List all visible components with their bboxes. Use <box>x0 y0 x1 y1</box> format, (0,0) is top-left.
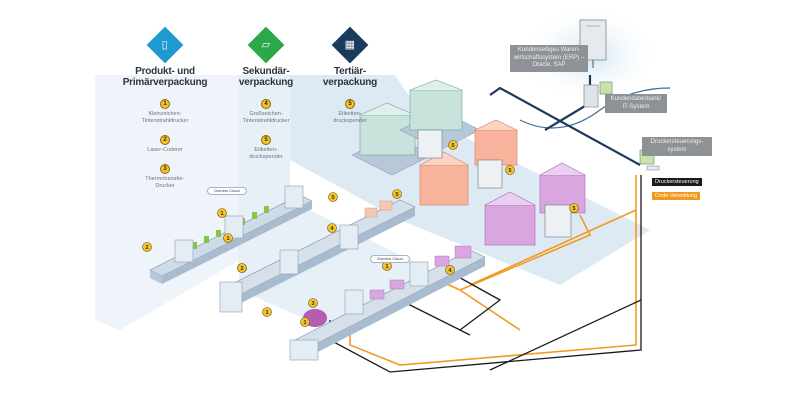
badge-number: 1 <box>385 264 388 270</box>
erp-system-label: Kundenseitiges Waren-wirtschaftssystem (… <box>510 45 588 72</box>
database-pc-icon <box>583 81 613 108</box>
number-badge: 4 <box>445 265 455 275</box>
number-badge: 1 <box>300 317 310 327</box>
pallet-orange-1 <box>419 151 469 206</box>
column-title: Tertiär-verpackung <box>322 66 378 88</box>
number-badge: 5 <box>328 192 338 202</box>
number-badge: 4 <box>327 223 337 233</box>
number-badge: 2 <box>142 242 152 252</box>
column-tertiary: ▦ Tertiär-verpackung 5 Etiketten-drucksp… <box>312 26 388 128</box>
badge: 4 <box>261 99 271 109</box>
number-badge: 1 <box>217 208 227 218</box>
badge: 5 <box>261 135 271 145</box>
number-badge: 5 <box>448 140 458 150</box>
badge-number: 5 <box>395 192 398 198</box>
badge-number: 2 <box>240 266 243 272</box>
badge-number: 5 <box>331 195 334 201</box>
badge-number: 1 <box>303 320 306 326</box>
item-label: Etiketten-druckspender <box>249 147 283 160</box>
badge-number: 5 <box>451 143 454 149</box>
badge: 3 <box>160 164 170 174</box>
pallet-purple-1 <box>484 191 536 246</box>
item-label: Großzeichen-Tintenstrahldrucker <box>242 111 290 124</box>
legend-code-management: Code-Verwaltung <box>652 192 701 200</box>
pallet-cube-icon: ▦ <box>331 26 369 64</box>
badge-number: 3 <box>311 301 314 307</box>
item-label: Laser-Coderer <box>147 147 183 153</box>
number-badge: 3 <box>308 298 318 308</box>
number-badge: 1 <box>223 233 233 243</box>
column-items: 5 Etiketten-druckspender <box>312 92 388 125</box>
printer-control-system-label: Druckersteuerungs-system <box>642 137 712 156</box>
conveyor-line-secondary <box>219 199 416 313</box>
domino-cloud-bubble: Domino Cloud <box>207 187 247 195</box>
column-title: Sekundär-verpackung <box>238 66 294 88</box>
number-badge: 2 <box>237 263 247 273</box>
pallet-orange-2 <box>474 119 518 166</box>
column-items: 4 Großzeichen-Tintenstrahldrucker 5 Etik… <box>228 92 304 161</box>
diagram-badges: 2115215421314555 <box>142 140 579 327</box>
badge-number: 1 <box>220 211 223 217</box>
zone-primary-bg <box>95 75 240 330</box>
badge-number: 4 <box>448 268 452 274</box>
database-system-label: Kundendatenbank/IT-System <box>605 94 667 113</box>
badge: 5 <box>345 99 355 109</box>
erp-zone-curve <box>519 87 671 129</box>
badge-number: 4 <box>330 226 334 232</box>
cartons-icon: ▱ <box>247 26 285 64</box>
column-secondary: ▱ Sekundär-verpackung 4 Großzeichen-Tint… <box>228 26 304 164</box>
badge-number: 1 <box>265 310 268 316</box>
badge: 1 <box>160 99 170 109</box>
badge-number: 5 <box>572 206 575 212</box>
item-label: Thermotransfer-Drucker <box>145 176 185 189</box>
label-applicators <box>417 129 572 238</box>
item-label: Kleinzeichen-Tintenstrahldrucker <box>141 111 189 124</box>
number-badge: 5 <box>392 189 402 199</box>
badge-number: 1 <box>226 236 229 242</box>
number-badge: 1 <box>262 307 272 317</box>
number-badge: 5 <box>569 203 579 213</box>
bottle-icon: ▯ <box>146 26 184 64</box>
badge-number: 5 <box>508 168 511 174</box>
item-label: Etiketten-druckspender <box>333 111 367 124</box>
badge-number: 2 <box>145 245 148 251</box>
number-badge: 5 <box>505 165 515 175</box>
conveyor-line-tertiary <box>289 245 486 361</box>
badge: 2 <box>160 135 170 145</box>
column-items: 1 Kleinzeichen-Tintenstrahldrucker 2 Las… <box>110 92 220 190</box>
legend-printer-control: Druckersteuerung <box>652 178 702 186</box>
pallet-bottles-1 <box>351 102 433 176</box>
domino-cloud-bubble: Domino Cloud <box>370 255 410 263</box>
